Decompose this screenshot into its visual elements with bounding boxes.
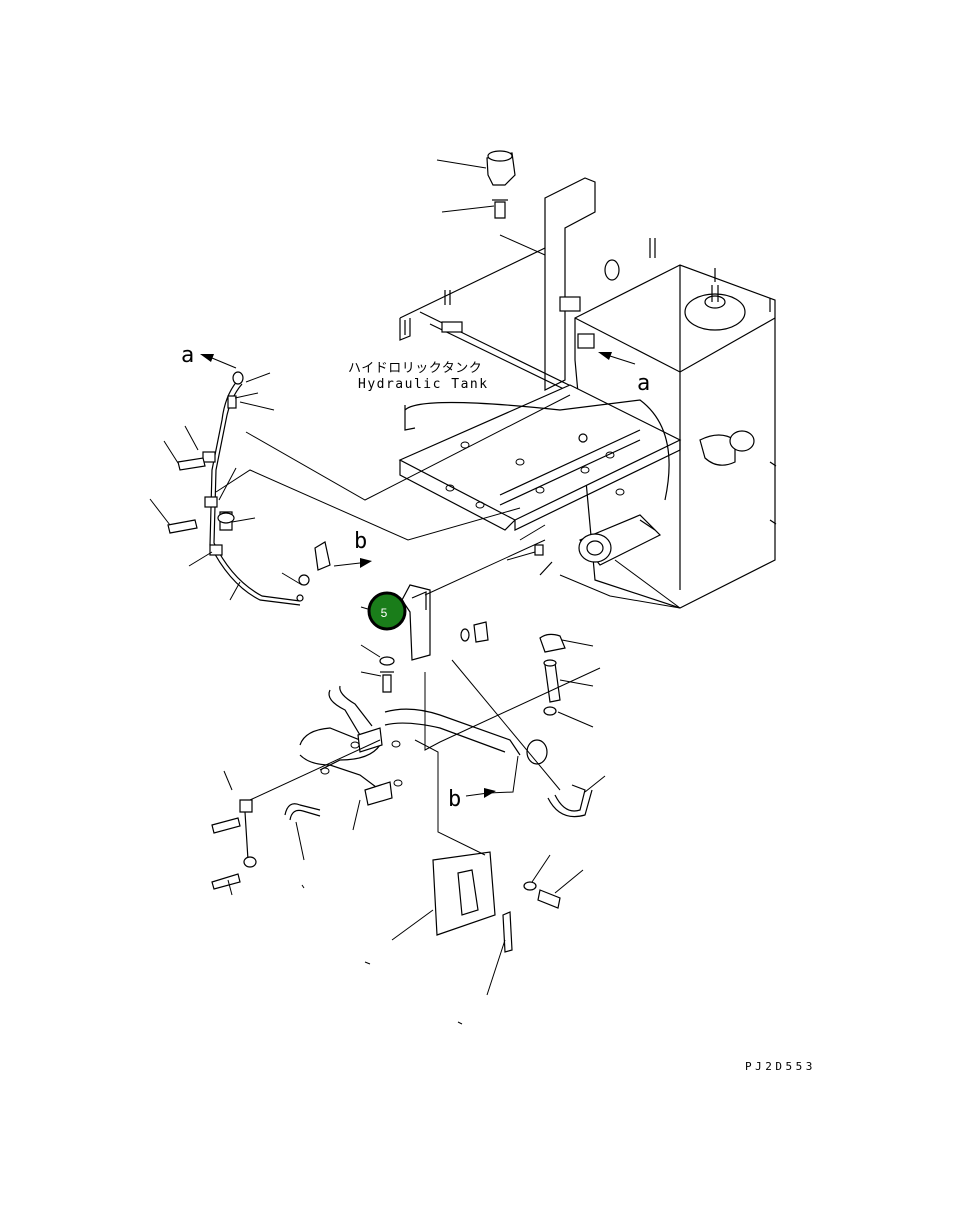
left-pipe-assembly	[167, 371, 331, 606]
tank-label: ハイドロリックタンク Hydraulic Tank	[348, 361, 489, 392]
top-parts	[486, 150, 516, 219]
view-ref-b-lower: b	[448, 787, 461, 812]
callout-5-circle[interactable]	[367, 591, 407, 631]
drawing-code: PJ2D553	[745, 1060, 816, 1073]
view-arrow-b-upper: b	[333, 529, 372, 568]
tank-label-japanese: ハイドロリックタンク	[348, 361, 482, 376]
view-ref-a-left: a	[181, 343, 194, 368]
view-ref-b-upper: b	[354, 529, 367, 554]
center-bracket	[211, 584, 593, 953]
view-ref-a-right: a	[637, 371, 650, 396]
tank-label-english: Hydraulic Tank	[358, 377, 489, 392]
view-arrow-b-lower: b	[448, 755, 519, 812]
leader-lines	[149, 159, 681, 1025]
view-arrow-a-left: a	[181, 343, 237, 369]
callout-5[interactable]: 5	[367, 591, 407, 631]
callout-5-number: 5	[381, 606, 388, 620]
view-arrow-a-right: a	[598, 352, 650, 396]
tank-frame	[398, 247, 682, 576]
